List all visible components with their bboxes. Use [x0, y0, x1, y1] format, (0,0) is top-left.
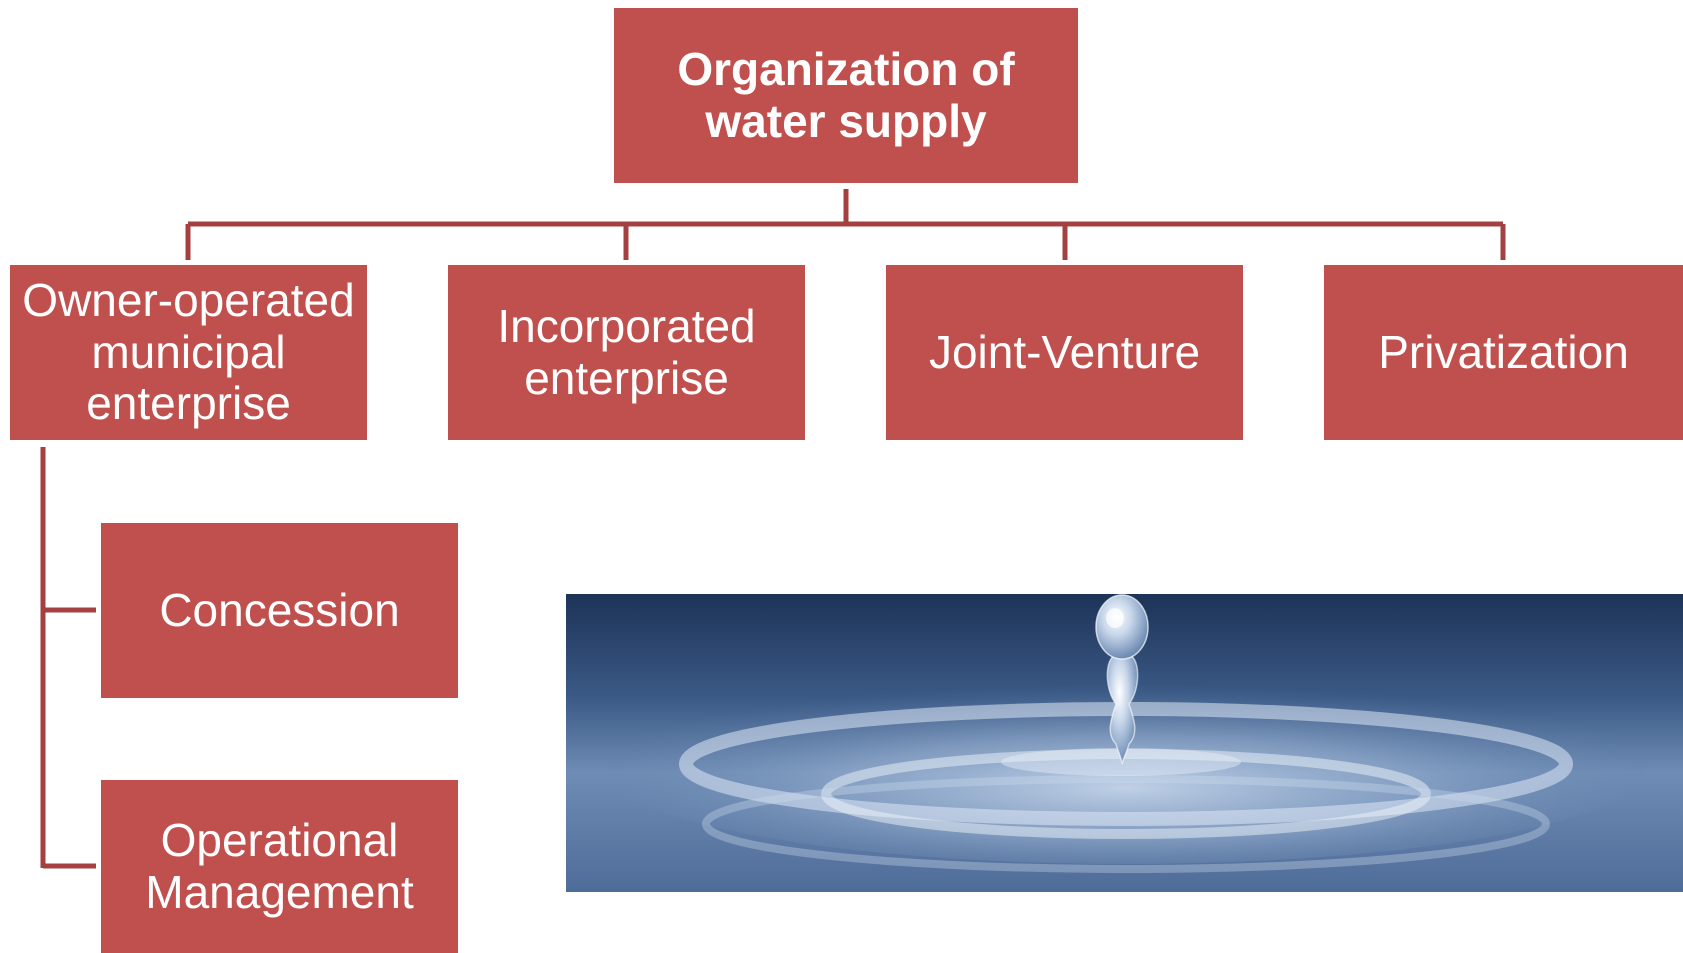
- subchild-node-operational-management: Operational Management: [101, 780, 458, 953]
- child-node-label: Owner-operated municipal enterprise: [22, 274, 355, 430]
- subchild-node-label: Concession: [159, 583, 400, 636]
- subchild-node-label: Operational Management: [145, 813, 414, 918]
- child-node-label: Incorporated enterprise: [497, 299, 756, 404]
- root-node: Organization of water supply: [614, 8, 1078, 183]
- child-node-joint-venture: Joint-Venture: [886, 265, 1243, 440]
- child-node-incorporated: Incorporated enterprise: [448, 265, 805, 440]
- water-droplet-photo: [566, 594, 1683, 892]
- child-node-owner-operated: Owner-operated municipal enterprise: [10, 265, 367, 440]
- child-node-privatization: Privatization: [1324, 265, 1683, 440]
- subchild-node-concession: Concession: [101, 523, 458, 698]
- child-node-label: Joint-Venture: [928, 325, 1201, 378]
- root-node-label: Organization of water supply: [677, 42, 1015, 147]
- child-node-label: Privatization: [1378, 325, 1629, 378]
